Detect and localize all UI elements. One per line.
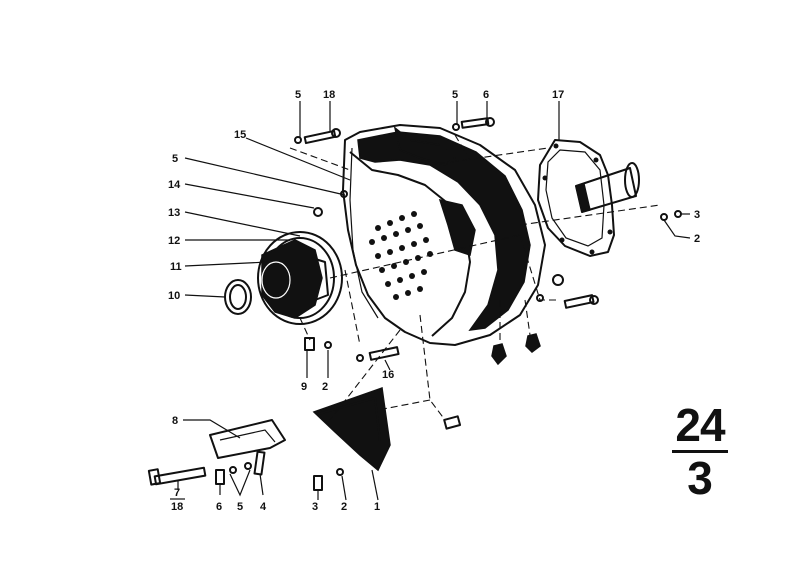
callout-2-bottom: 2: [341, 501, 347, 513]
callout-15: 15: [234, 129, 246, 141]
callout-2-right: 2: [694, 233, 700, 245]
callout-5-left: 5: [172, 153, 178, 165]
callout-labels: 5 18 5 6 17 15 5 14 13 12 11 10 3 2 9 2 …: [168, 89, 700, 513]
callout-5-top-left: 5: [295, 89, 301, 101]
callout-3-right: 3: [694, 209, 700, 221]
callout-17: 17: [552, 89, 564, 101]
bell-housing: [342, 124, 546, 346]
callout-6-bottom: 6: [216, 501, 222, 513]
callout-13: 13: [168, 207, 180, 219]
sheet-number: 3: [687, 452, 713, 504]
callout-5-top-right: 5: [452, 89, 458, 101]
cover-plate-assembly: [537, 139, 640, 257]
assembly-lines: [289, 134, 661, 421]
callout-3-bottom: 3: [312, 501, 318, 513]
leader-lines: [177, 101, 691, 501]
group-number: 24: [675, 399, 725, 451]
callout-6-top: 6: [483, 89, 489, 101]
bracket: [209, 419, 286, 459]
group-divider: [672, 450, 728, 453]
callout-18-bottom: 18: [171, 501, 183, 513]
callout-14: 14: [168, 179, 181, 191]
fasteners: [147, 117, 682, 491]
callout-5-bottom: 5: [237, 501, 243, 513]
callout-7: 7: [174, 487, 180, 499]
callout-10: 10: [168, 290, 180, 302]
callout-18-top: 18: [323, 89, 335, 101]
callout-8: 8: [172, 415, 178, 427]
bearing-guide-assembly: [257, 231, 343, 325]
callout-16: 16: [382, 369, 394, 381]
callout-12: 12: [168, 235, 180, 247]
callout-11: 11: [170, 261, 182, 273]
seal-ring: [224, 279, 252, 315]
callout-4: 4: [260, 501, 267, 513]
callout-2-mid: 2: [322, 381, 328, 393]
group-sheet-number: 24 3: [668, 402, 732, 501]
callout-1: 1: [374, 501, 380, 513]
callout-9: 9: [301, 381, 307, 393]
housing-holes: [369, 211, 433, 300]
dust-cover: [312, 386, 391, 472]
